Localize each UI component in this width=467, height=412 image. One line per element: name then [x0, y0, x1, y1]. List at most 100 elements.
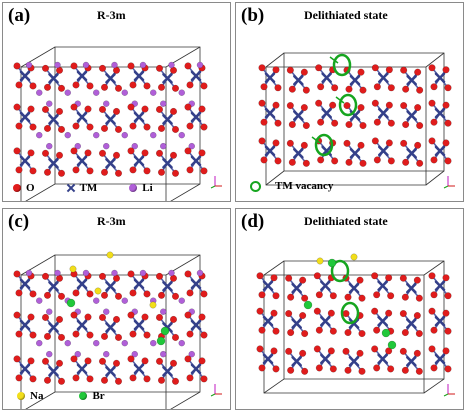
oxygen-atom: [357, 141, 365, 149]
oxygen-atom: [387, 119, 395, 127]
oxygen-atom: [143, 167, 151, 175]
tm-atom: [190, 319, 202, 331]
oxygen-atom: [385, 139, 393, 147]
oxygen-atom: [331, 84, 339, 92]
oxygen-atom: [112, 315, 121, 323]
lithium-atom: [82, 61, 90, 69]
oxygen-atom: [430, 364, 438, 372]
oxygen-atom: [169, 315, 178, 323]
tm-atom: [76, 319, 88, 331]
oxygen-atom: [371, 99, 379, 107]
oxygen-atom: [157, 168, 166, 176]
oxygen-atom: [55, 359, 64, 367]
panel-title: R-3m: [97, 214, 126, 228]
oxygen-atom: [373, 118, 381, 126]
lithium-atom: [103, 350, 110, 358]
tm-atom: [406, 74, 417, 86]
oxygen-atom: [41, 313, 50, 321]
lithium-atom: [188, 350, 195, 358]
tm-atom: [406, 318, 417, 329]
oxygen-atom: [57, 333, 66, 341]
oxygen-atom: [155, 105, 164, 113]
oxygen-atom: [129, 166, 137, 174]
oxygen-atom: [415, 330, 423, 338]
tm-atom: [105, 322, 116, 333]
tm-atom: [162, 281, 173, 292]
oxygen-atom: [100, 376, 109, 384]
tm-atom: [406, 148, 417, 159]
migration-arrow: [335, 96, 345, 104]
lithium-atom: [25, 61, 33, 69]
oxygen-atom: [114, 84, 123, 92]
oxygen-atom: [41, 149, 50, 157]
tm-atom: [348, 318, 360, 329]
tm-atom: [291, 318, 302, 329]
oxygen-atom: [345, 85, 353, 93]
tm-atom: [264, 72, 276, 84]
bromine-atom: [327, 258, 337, 268]
oxygen-atom: [345, 158, 353, 166]
oxygen-atom: [414, 141, 422, 149]
oxygen-atom: [143, 375, 151, 383]
oxygen-atom: [70, 311, 78, 319]
oxygen-atom: [29, 290, 37, 298]
lithium-atom: [111, 61, 118, 69]
tm-atom: [321, 107, 332, 119]
oxygen-atom: [260, 118, 268, 126]
oxygen-atom: [373, 83, 381, 91]
oxygen-atom: [98, 272, 107, 280]
tm-atom: [434, 72, 446, 84]
oxygen-atom: [373, 291, 381, 299]
tm-atom: [190, 278, 202, 290]
oxygen-atom: [313, 272, 321, 280]
oxygen-atom: [302, 122, 310, 130]
oxygen-atom: [198, 357, 206, 365]
panel-label: (c): [8, 211, 30, 232]
oxygen-atom: [141, 149, 149, 157]
tm-atom: [133, 70, 145, 82]
oxygen-atom: [169, 359, 178, 367]
oxygen-atom: [274, 84, 282, 92]
sodium-atom-icon: [17, 392, 25, 400]
oxygen-atom: [100, 124, 109, 132]
oxygen-atom: [43, 83, 52, 91]
axis-triad-icon: [443, 384, 455, 397]
tm-atom: [162, 114, 173, 125]
oxygen-atom: [272, 139, 280, 147]
oxygen-atom: [357, 104, 365, 112]
tm-atom: [105, 365, 116, 377]
oxygen-atom: [442, 309, 450, 317]
lithium-atom: [131, 350, 138, 358]
lithium-atom: [188, 142, 195, 150]
sodium-atom: [350, 253, 358, 261]
oxygen-atom: [84, 149, 92, 157]
tm-atom: [320, 280, 331, 292]
oxygen-atom: [301, 330, 309, 338]
tm-atom: [133, 155, 145, 167]
tm-atom: [76, 363, 88, 375]
tm-atom: [349, 148, 361, 159]
oxygen-atom: [331, 157, 339, 165]
oxygen-atom: [43, 168, 52, 176]
tm-atom: [378, 145, 389, 157]
oxygen-atom: [114, 377, 123, 385]
oxygen-atom: [401, 293, 409, 301]
oxygen-atom: [270, 347, 278, 355]
oxygen-atom: [286, 139, 294, 147]
oxygen-atom: [414, 104, 422, 112]
oxygen-atom: [41, 64, 50, 72]
bromine-atom: [156, 336, 166, 346]
bromine-atom: [387, 340, 397, 350]
oxygen-atom: [400, 102, 408, 110]
oxygen-atom: [400, 139, 408, 147]
oxygen-atom: [428, 307, 436, 315]
tm-atom: [105, 114, 116, 125]
oxygen-atom: [198, 313, 206, 321]
oxygen-atom: [329, 292, 337, 300]
oxygen-atom: [57, 84, 66, 92]
oxygen-atom: [358, 330, 366, 338]
tm-atom: [434, 145, 446, 157]
oxygen-atom: [400, 66, 408, 74]
lithium-atom: [64, 89, 71, 96]
tm-atom: [348, 356, 360, 367]
